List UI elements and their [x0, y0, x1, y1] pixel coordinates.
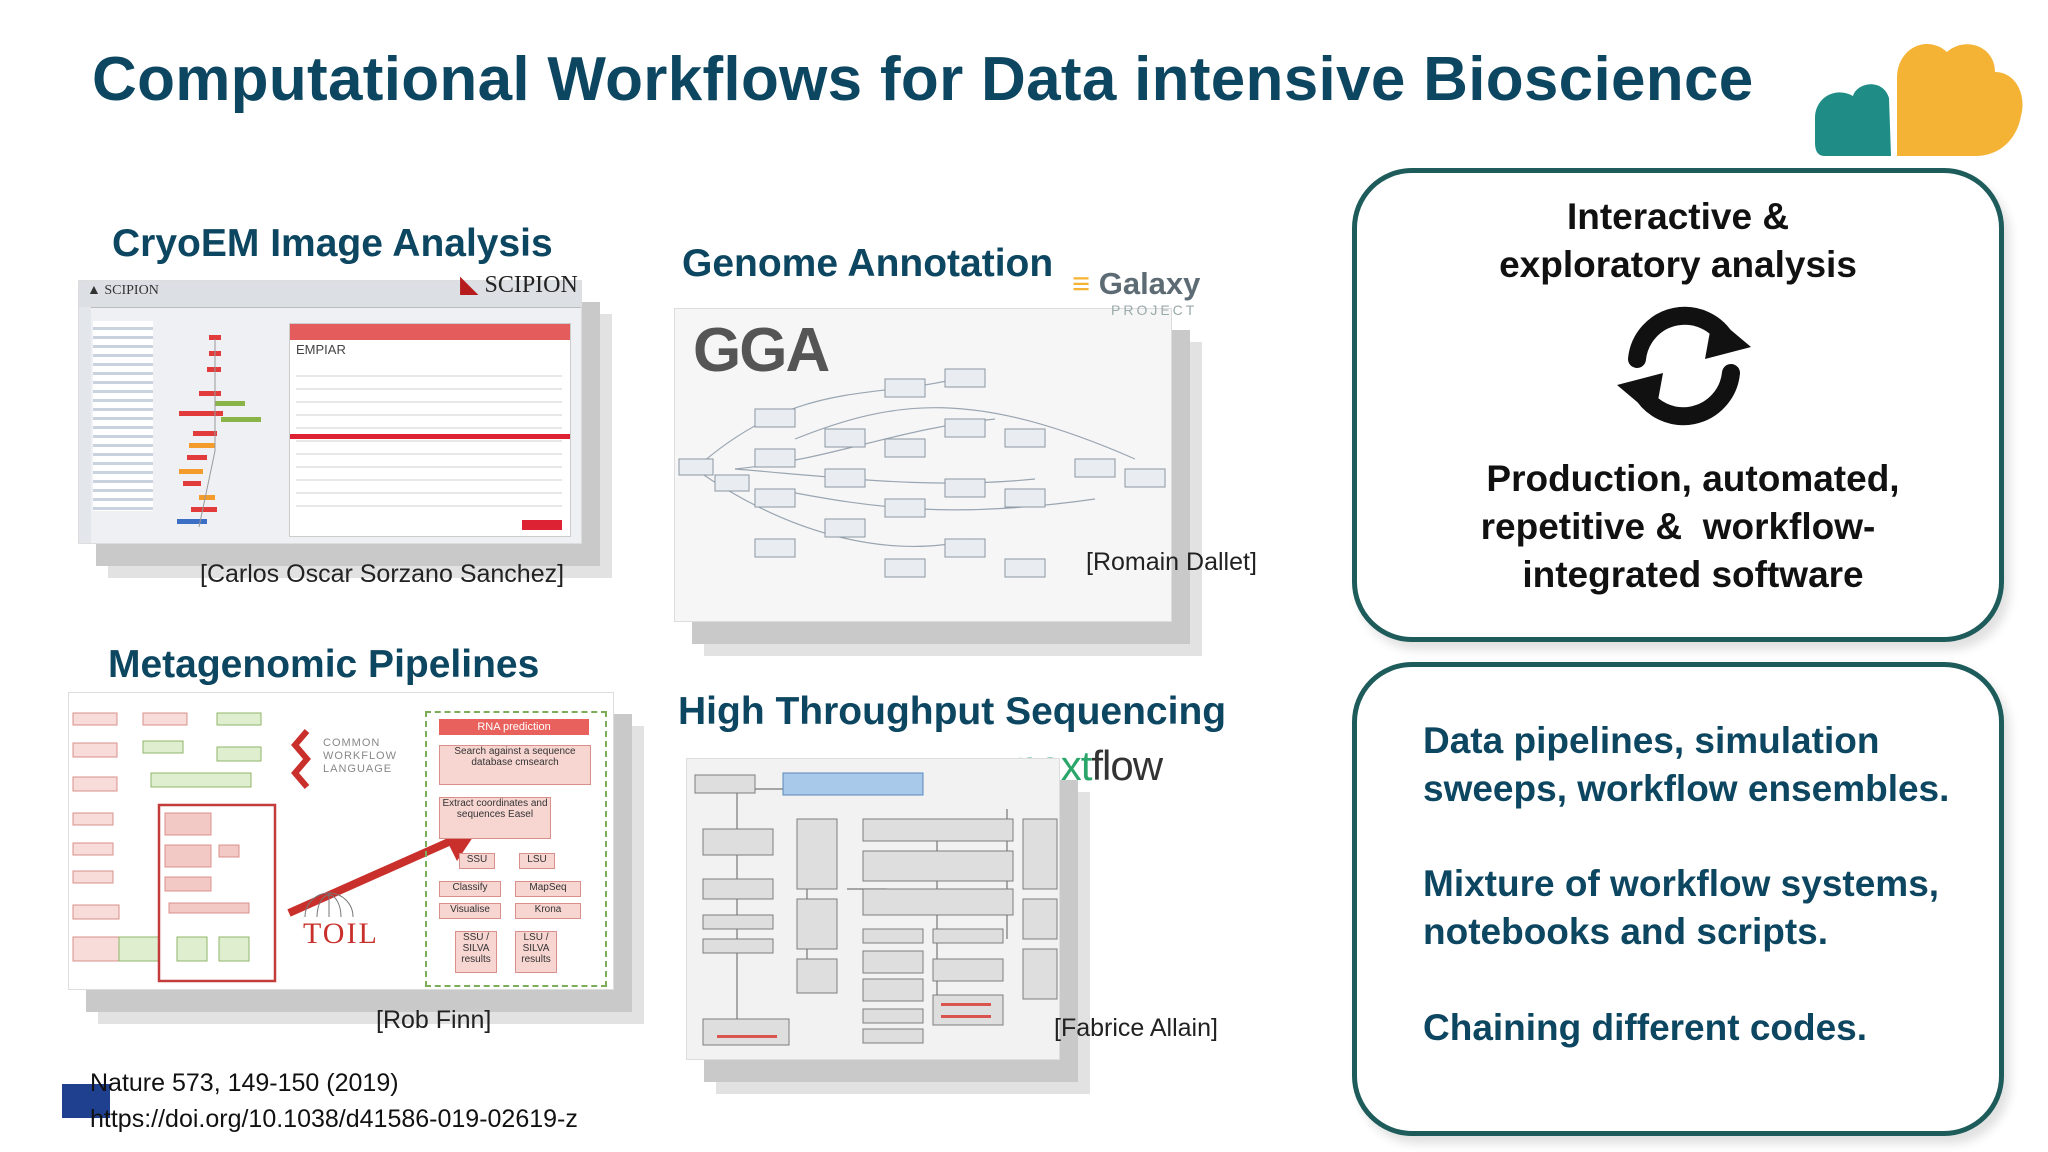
genome-credit: [Romain Dallet]	[1086, 548, 1257, 576]
gga-logo: GGA	[693, 316, 830, 385]
workflow-types-box: Data pipelines, simulation sweeps, workf…	[1352, 662, 2004, 1136]
logo	[1815, 44, 2023, 156]
pipeline-step: RNA prediction	[439, 719, 589, 735]
pipeline-step: Krona	[515, 903, 581, 919]
box2-line: Data pipelines, simulation	[1423, 720, 1880, 761]
pipeline-step: Extract coordinates and sequences Easel	[439, 797, 551, 839]
eu-flag-icon	[62, 1084, 110, 1118]
box2-line: notebooks and scripts.	[1423, 911, 1829, 952]
sync-icon	[1617, 306, 1751, 426]
box2-line: Chaining different codes.	[1423, 1007, 1868, 1048]
toil-globe-icon	[304, 892, 354, 918]
box1-line: repetitive & workflow-	[1480, 506, 1876, 547]
pipeline-step: Classify	[439, 881, 501, 897]
galaxy-logo-sub: PROJECT	[1111, 302, 1198, 318]
empiar-label: EMPIAR	[296, 342, 346, 357]
pipeline-step: Search against a sequence database cmsea…	[439, 745, 591, 785]
scipion-logo: ◣ SCIPION	[460, 272, 578, 298]
box1-line: exploratory analysis	[1499, 244, 1857, 285]
box2-line: sweeps, workflow ensembles.	[1423, 768, 1950, 809]
cwl-logo-icon	[291, 729, 311, 789]
page-title: Computational Workflows for Data intensi…	[92, 45, 1754, 114]
box1-line: Interactive &	[1566, 196, 1790, 237]
pipeline-step: MapSeq	[515, 881, 581, 897]
metagenomic-credit: [Rob Finn]	[376, 1006, 492, 1034]
pipeline-step: SSU	[459, 853, 495, 869]
reference-citation: Nature 573, 149-150 (2019)	[90, 1069, 399, 1097]
cryoem-title: CryoEM Image Analysis	[112, 222, 553, 265]
hts-credit: [Fabrice Allain]	[1054, 1014, 1218, 1042]
hts-title: High Throughput Sequencing	[678, 690, 1227, 733]
hts-screenshot	[686, 758, 1060, 1060]
reference-doi[interactable]: https://doi.org/10.1038/d41586-019-02619…	[90, 1105, 578, 1133]
cwl-logo-text: COMMON WORKFLOW LANGUAGE	[323, 737, 397, 775]
box1-line: integrated software	[1522, 554, 1864, 595]
interactive-production-box: Interactive & exploratory analysis Produ…	[1352, 168, 2004, 642]
box1-line: Production, automated,	[1486, 458, 1900, 499]
metagenomic-title: Metagenomic Pipelines	[108, 643, 540, 686]
cryoem-screenshot: ▲ SCIPION EMPIAR	[78, 280, 582, 544]
pipeline-step: Visualise	[439, 903, 501, 919]
pipeline-step: SSU / SILVA results	[455, 931, 497, 973]
galaxy-logo: ≡ Galaxy	[1072, 266, 1201, 301]
genome-screenshot: GGA	[674, 308, 1172, 622]
pipeline-step: LSU / SILVA results	[515, 931, 557, 973]
box2-line: Mixture of workflow systems,	[1423, 863, 1940, 904]
toil-logo: TOIL	[303, 917, 379, 950]
pipeline-step: LSU	[519, 853, 555, 869]
metagenomic-screenshot: COMMON WORKFLOW LANGUAGE TOIL RNA predic…	[68, 692, 614, 990]
genome-title: Genome Annotation	[682, 242, 1054, 285]
cryoem-credit: [Carlos Oscar Sorzano Sanchez]	[200, 560, 565, 588]
